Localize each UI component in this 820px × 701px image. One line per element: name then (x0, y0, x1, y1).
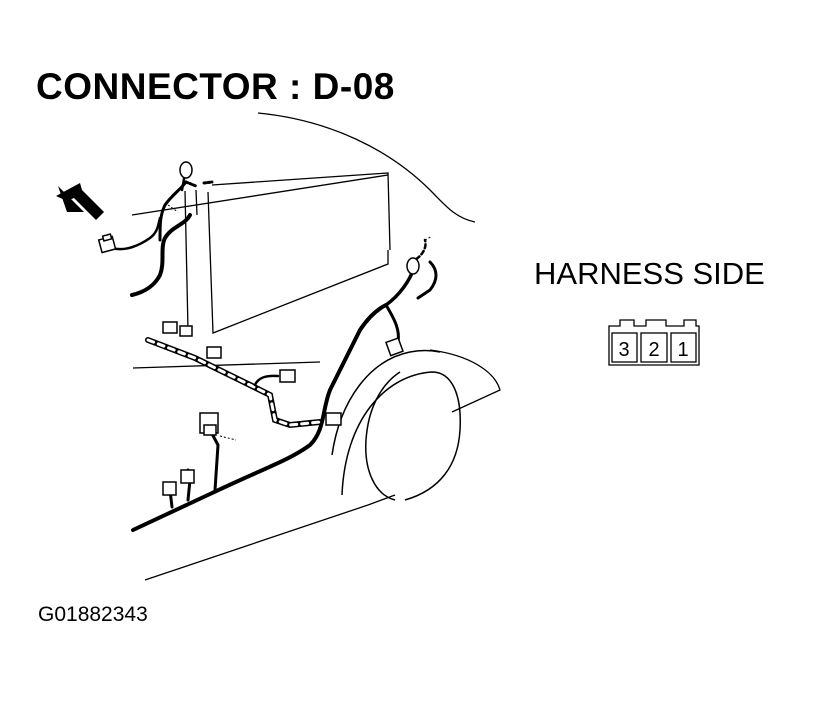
figure-id: G01882343 (38, 603, 148, 626)
harness-grommet (179, 161, 193, 179)
pin-cell (640, 332, 668, 363)
harness-fringe (167, 204, 433, 441)
harness-connector (325, 412, 342, 426)
connector-face (608, 319, 700, 366)
pin-label: 3 (618, 339, 629, 361)
harness-connector (203, 424, 217, 436)
pointer-arrow (56, 183, 104, 220)
vehicle-body-outline (131, 112, 501, 581)
pin-label: 1 (677, 339, 688, 361)
harness-connector (180, 469, 195, 484)
connector-d08 (97, 233, 117, 254)
harness-connector (162, 481, 177, 496)
connector-title: CONNECTOR : D-08 (36, 66, 395, 107)
pin-cell (670, 332, 697, 363)
main-harness (110, 166, 438, 532)
harness-side-label: HARNESS SIDE (534, 256, 765, 291)
corrugated-harness (145, 337, 323, 429)
harness-grommet (406, 257, 420, 275)
harness-connector (162, 321, 178, 334)
pin-label: 2 (648, 339, 659, 361)
harness-connector (206, 346, 222, 359)
harness-connectors (97, 161, 420, 496)
wheel-arch (331, 349, 461, 501)
harness-connector (179, 325, 193, 337)
harness-connector (279, 369, 296, 383)
harness-connector (385, 337, 404, 357)
pin-cell (611, 332, 638, 363)
